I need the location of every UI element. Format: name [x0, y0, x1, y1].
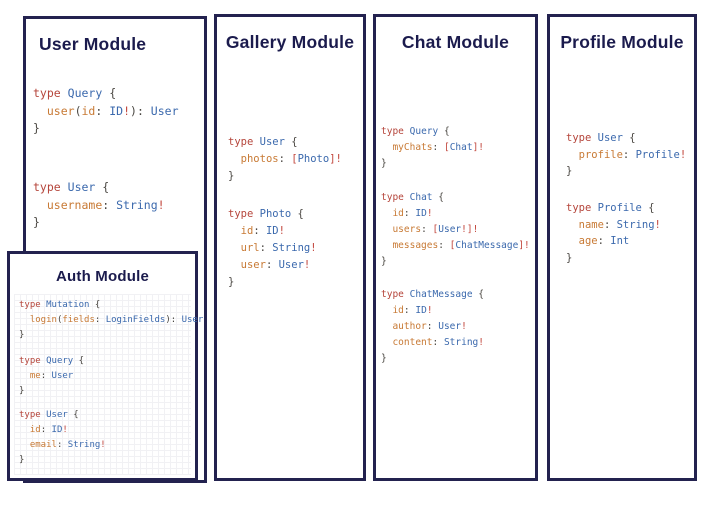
profile-code-block-profile: type Profile { name: String! age: Int}: [566, 202, 661, 264]
auth-grid-background: [14, 294, 191, 475]
auth-module-title: Auth Module: [55, 268, 149, 285]
gallery-module-title: Gallery Module: [225, 32, 355, 52]
panel-profile-module: Profile Module type User { profile: Prof…: [547, 14, 697, 481]
gallery-code-block-photo: type Photo { id: ID! url: String! user: …: [228, 208, 317, 288]
panel-gallery-module: Gallery Module type User { photos: [Phot…: [214, 14, 366, 481]
auth-code-block-mutation: type Mutation { login(fields: LoginField…: [19, 300, 204, 340]
gallery-code-block-user: type User { photos: [Photo]!}: [228, 136, 342, 182]
chat-code-block-chat: type Chat { id: ID! users: [User!]! mess…: [381, 192, 530, 267]
user-code-block-query: type Query { user(id: ID!): User}: [33, 86, 179, 135]
profile-code-block-user: type User { profile: Profile!}: [566, 132, 687, 177]
user-module-title: User Module: [39, 34, 147, 54]
auth-code-block-user: type User { id: ID! email: String!}: [19, 410, 106, 465]
chat-code-block-query: type Query { myChats: [Chat]!}: [381, 126, 485, 169]
profile-module-title: Profile Module: [560, 32, 684, 52]
chat-code-block-chatmessage: type ChatMessage { id: ID! author: User!…: [381, 289, 485, 364]
auth-code-block-query: type Query { me: User}: [19, 356, 85, 396]
user-code-block-user: type User { username: String!}: [33, 180, 165, 229]
panel-chat-module: Chat Module type Query { myChats: [Chat]…: [373, 14, 538, 481]
chat-module-title: Chat Module: [401, 32, 510, 52]
panel-auth-module: Auth Module type Mutation { login(fields…: [7, 251, 203, 481]
